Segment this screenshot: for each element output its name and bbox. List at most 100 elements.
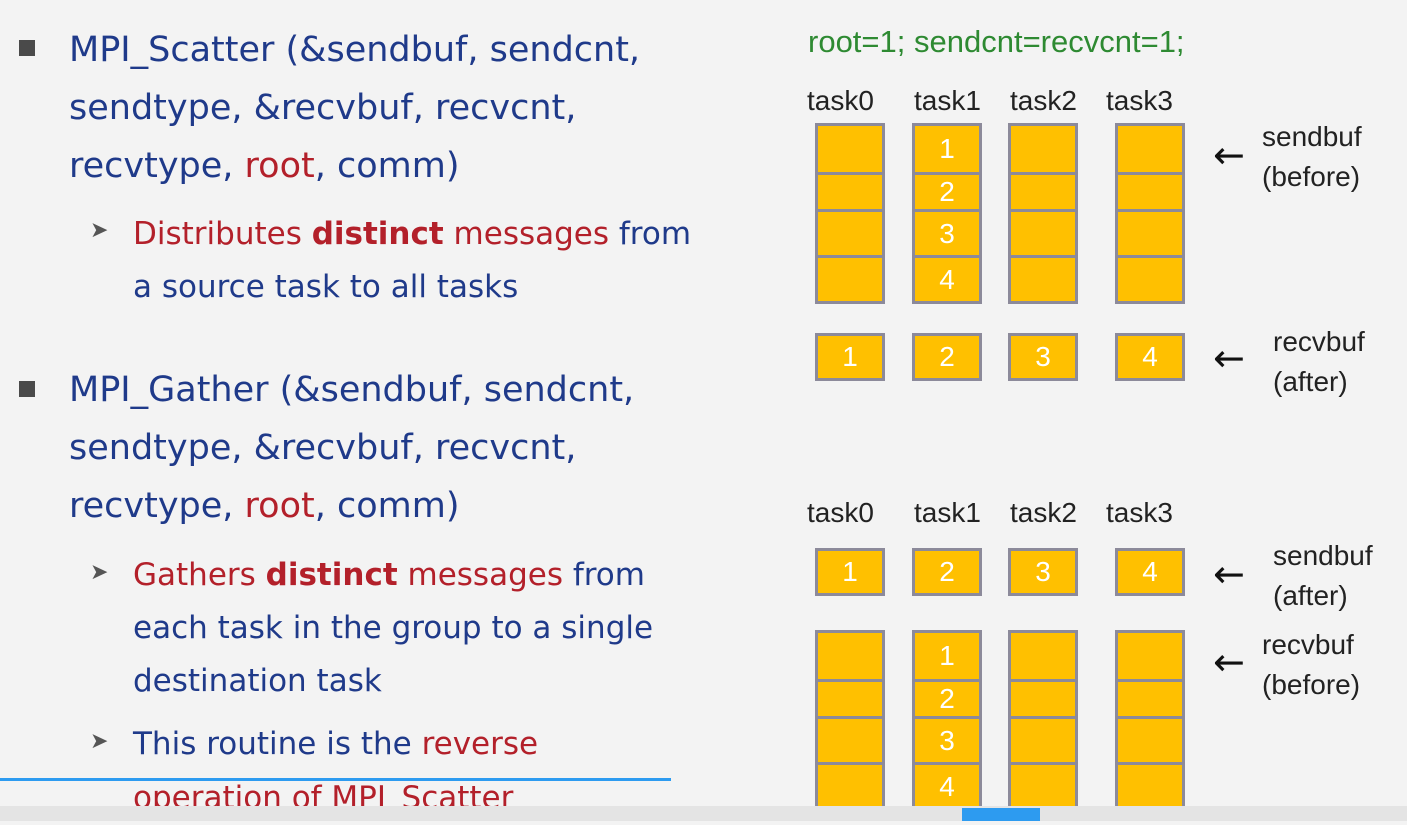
gather-description-line1: Gathers distinct messages from — [133, 549, 645, 602]
buffer-cell — [815, 255, 885, 304]
bottom-bar — [0, 806, 1407, 821]
scatter-desc-b: messages — [443, 216, 610, 252]
buffer-cell — [815, 679, 885, 719]
top-recvbuf-label-line2: (after) — [1273, 366, 1348, 397]
gather-description-line2: each task in the group to a single — [133, 610, 654, 646]
buffer-cell — [1008, 679, 1078, 719]
scatter-signature-line3: recvtype, root, comm) — [69, 137, 459, 195]
buffer-cell — [815, 209, 885, 258]
bottom-sendbuf-label-line2: (after) — [1273, 580, 1348, 611]
buffer-cell: 1 — [815, 333, 885, 381]
gather-desc-a: Gathers — [133, 557, 266, 593]
bottom-sendbuf-label: sendbuf (after) — [1273, 536, 1373, 616]
parameters-caption: root=1; sendcnt=recvcnt=1; — [808, 24, 1185, 59]
buffer-cell — [1115, 679, 1185, 719]
buffer-cell — [815, 172, 885, 212]
task-label: task0 — [807, 85, 874, 116]
scatter-description-line1: Distributes distinct messages from — [133, 208, 691, 261]
buffer-cell — [815, 716, 885, 765]
bottom-recvbuf-label: recvbuf (before) — [1262, 625, 1360, 705]
top-sendbuf-label-line1: sendbuf — [1262, 121, 1362, 152]
buffer-cell — [1008, 123, 1078, 175]
task-label: task1 — [914, 85, 981, 116]
gather-sig3-a: recvtype, — [69, 486, 245, 526]
gather-desc-bold: distinct — [265, 557, 398, 593]
task-label: task0 — [807, 497, 874, 528]
arrowhead-bullet-icon: ➤ — [90, 218, 109, 243]
gather-note-b: reverse — [421, 726, 539, 762]
buffer-cell: 1 — [912, 123, 982, 175]
gather-desc-c: from — [562, 557, 645, 593]
buffer-cell — [1115, 123, 1185, 175]
top-recvbuf-label-line1: recvbuf — [1273, 326, 1365, 357]
arrow-left-icon: ← — [1213, 552, 1245, 596]
buffer-cell — [815, 630, 885, 682]
scatter-signature-line1: MPI_Scatter (&sendbuf, sendcnt, — [69, 30, 641, 70]
task-label: task3 — [1106, 497, 1173, 528]
arrowhead-bullet-icon: ➤ — [90, 560, 109, 585]
buffer-cell — [1115, 762, 1185, 811]
buffer-cell: 1 — [912, 630, 982, 682]
buffer-cell — [1008, 630, 1078, 682]
buffer-cell — [815, 123, 885, 175]
buffer-cell — [815, 762, 885, 811]
buffer-cell — [1008, 172, 1078, 212]
buffer-cell: 4 — [912, 762, 982, 811]
arrow-left-icon: ← — [1213, 640, 1245, 684]
gather-signature-line3: recvtype, root, comm) — [69, 477, 459, 535]
buffer-cell — [1008, 255, 1078, 304]
arrow-left-icon: ← — [1213, 336, 1245, 380]
buffer-cell: 3 — [1008, 548, 1078, 596]
bottom-accent — [962, 808, 1040, 821]
arrow-left-icon: ← — [1213, 133, 1245, 177]
task-label: task2 — [1010, 85, 1077, 116]
bottom-recvbuf-label-line1: recvbuf — [1262, 629, 1354, 660]
task-label: task1 — [914, 497, 981, 528]
buffer-cell: 2 — [912, 548, 982, 596]
gather-note-a: This routine is the — [133, 726, 422, 762]
arrowhead-bullet-icon: ➤ — [90, 729, 109, 754]
buffer-cell: 3 — [1008, 333, 1078, 381]
scatter-root-param: root — [244, 146, 315, 186]
buffer-cell: 4 — [912, 255, 982, 304]
top-sendbuf-label: sendbuf (before) — [1262, 117, 1362, 197]
scatter-desc-bold: distinct — [311, 216, 444, 252]
scatter-description-line2: a source task to all tasks — [133, 269, 519, 305]
scatter-sig3-b: , comm) — [314, 146, 460, 186]
task-label: task2 — [1010, 497, 1077, 528]
gather-description-line3: destination task — [133, 663, 382, 699]
buffer-cell — [1115, 716, 1185, 765]
bottom-recvbuf-label-line2: (before) — [1262, 669, 1361, 700]
buffer-cell — [1008, 209, 1078, 258]
buffer-cell — [1115, 630, 1185, 682]
buffer-cell — [1008, 716, 1078, 765]
gather-root-param: root — [244, 486, 315, 526]
gather-desc-b: messages — [397, 557, 563, 593]
gather-sig3-b: , comm) — [314, 486, 460, 526]
top-recvbuf-label: recvbuf (after) — [1273, 322, 1365, 402]
buffer-cell: 4 — [1115, 333, 1185, 381]
progress-divider — [0, 778, 671, 781]
gather-signature-line1: MPI_Gather (&sendbuf, sendcnt, — [69, 370, 635, 410]
buffer-cell: 2 — [912, 172, 982, 212]
buffer-cell — [1008, 762, 1078, 811]
buffer-cell: 1 — [815, 548, 885, 596]
scatter-sig3-a: recvtype, — [69, 146, 245, 186]
bullet-icon — [19, 381, 35, 397]
bottom-sendbuf-label-line1: sendbuf — [1273, 540, 1373, 571]
top-sendbuf-label-line2: (before) — [1262, 161, 1361, 192]
buffer-cell — [1115, 255, 1185, 304]
task-label: task3 — [1106, 85, 1173, 116]
scatter-signature-line2: sendtype, &recvbuf, recvcnt, — [69, 88, 577, 128]
buffer-cell: 3 — [912, 716, 982, 765]
buffer-cell: 4 — [1115, 548, 1185, 596]
buffer-cell — [1115, 172, 1185, 212]
buffer-cell: 3 — [912, 209, 982, 258]
scatter-desc-a: Distributes — [133, 216, 312, 252]
gather-note-line1: This routine is the reverse — [133, 718, 538, 771]
buffer-cell — [1115, 209, 1185, 258]
buffer-cell: 2 — [912, 333, 982, 381]
scatter-desc-c: from — [609, 216, 692, 252]
buffer-cell: 2 — [912, 679, 982, 719]
gather-signature-line2: sendtype, &recvbuf, recvcnt, — [69, 428, 577, 468]
